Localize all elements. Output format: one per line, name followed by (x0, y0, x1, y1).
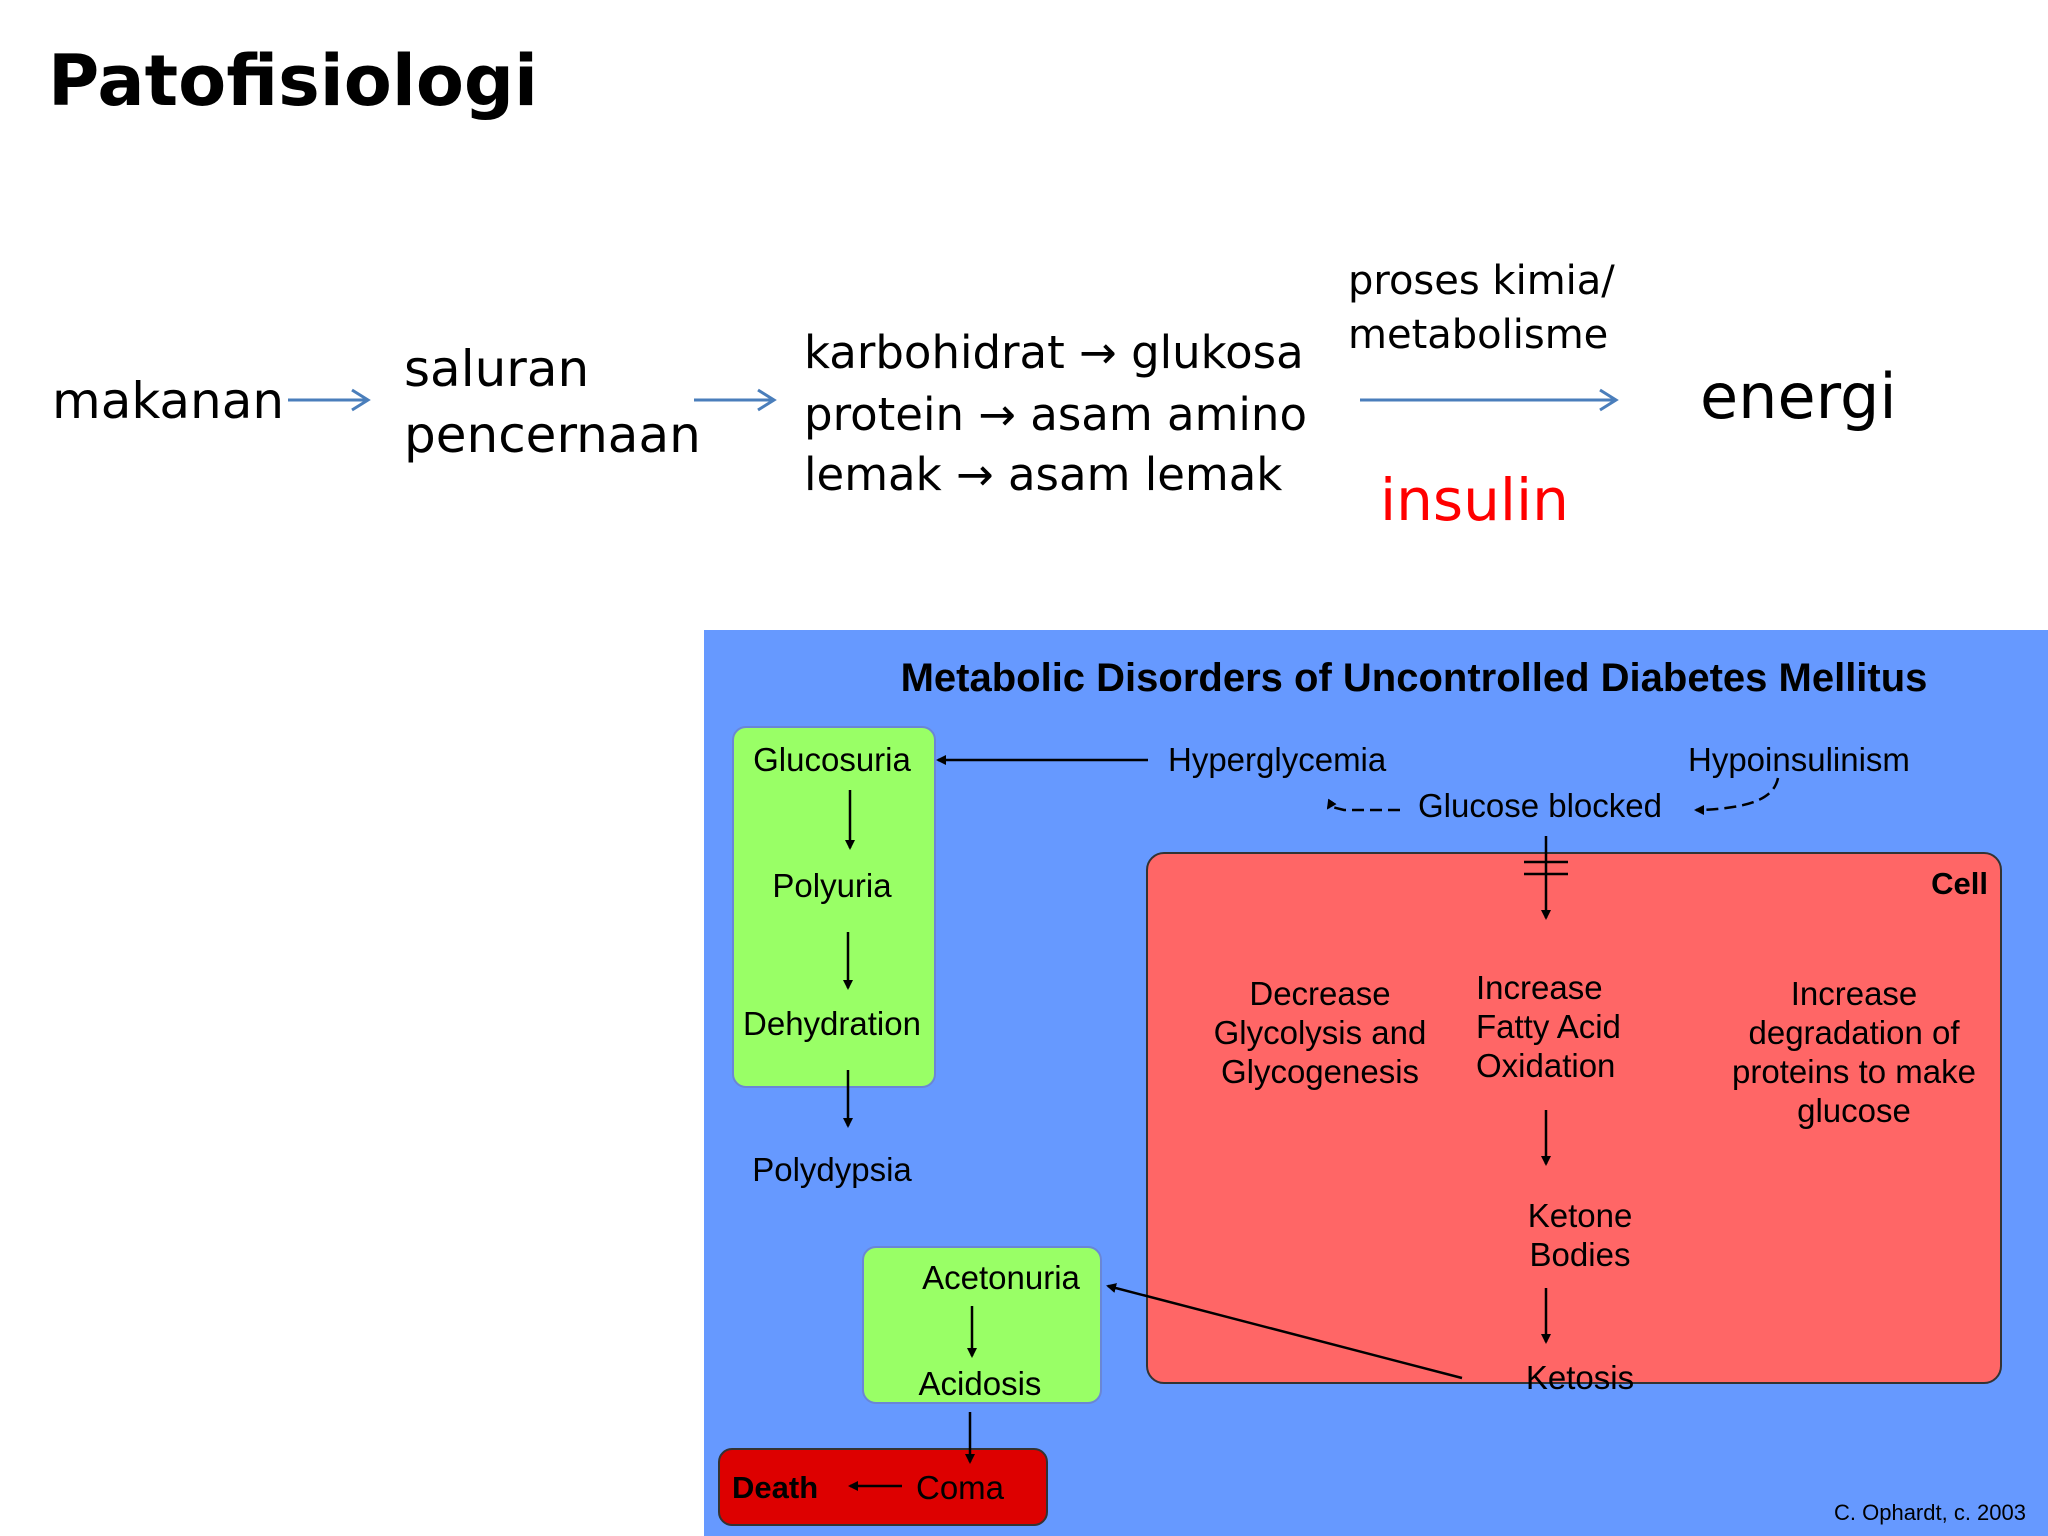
arrow-2-head (757, 388, 777, 412)
cell-box (1146, 852, 2002, 1384)
node-increase-fatty-acid: Increase Fatty Acid Oxidation (1476, 969, 1621, 1084)
node-acidosis: Acidosis (918, 1365, 1042, 1402)
flow-pencernaan: pencernaan (404, 406, 701, 464)
arrow-3-head (1599, 388, 1619, 412)
flow-saluran: saluran (404, 340, 590, 398)
flow-energi: energi (1700, 360, 1897, 433)
node-death: Death (732, 1470, 819, 1505)
node-polyuria: Polyuria (772, 867, 892, 904)
arrow-1-head (351, 388, 371, 412)
credit-text: C. Ophardt, c. 2003 (1834, 1500, 2026, 1525)
arrow-ketosis-acetonuria (1106, 1283, 1463, 1380)
diabetes-diagram-panel: Metabolic Disorders of Uncontrolled Diab… (704, 630, 2048, 1536)
node-ketone-bodies: Ketone Bodies (1527, 1197, 1633, 1273)
conversion-carbohydrate: karbohidrat → glukosa (804, 326, 1304, 379)
diagram-title: Metabolic Disorders of Uncontrolled Diab… (900, 656, 1928, 700)
node-ketosis: Ketosis (1525, 1359, 1635, 1396)
node-polydypsia: Polydypsia (752, 1151, 912, 1188)
cell-label: Cell (1931, 866, 1988, 901)
diagram-connectors (843, 755, 1780, 1491)
urinary-symptoms-box (732, 726, 936, 1088)
conversion-fat: lemak → asam lemak (804, 448, 1283, 501)
slide-title: Patofisiologi (48, 40, 539, 122)
flow-makanan: makanan (52, 372, 285, 430)
node-hyperglycemia: Hyperglycemia (1168, 741, 1387, 778)
process-label-line1: proses kimia/ (1348, 258, 1615, 304)
process-label-line2: metabolisme (1348, 312, 1609, 358)
node-hypoinsulinism: Hypoinsulinism (1688, 741, 1910, 778)
node-coma: Coma (916, 1469, 1005, 1506)
node-decrease-glycolysis: Decrease Glycolysis and Glycogenesis (1213, 975, 1427, 1090)
insulin-label: insulin (1380, 466, 1569, 534)
node-glucose-blocked: Glucose blocked (1418, 787, 1662, 824)
flow-arrows (288, 388, 1619, 412)
acidosis-box (862, 1246, 1102, 1404)
node-dehydration: Dehydration (743, 1005, 921, 1042)
node-glucosuria: Glucosuria (753, 741, 911, 778)
node-increase-degradation: Increase degradation of proteins to make… (1732, 975, 1976, 1129)
arrow-glucose-blocked-hyperglycemia (1327, 804, 1400, 812)
arrow-hypoinsulinism-glucose-blocked (1699, 777, 1780, 812)
node-acetonuria: Acetonuria (922, 1259, 1080, 1296)
conversion-protein: protein → asam amino (804, 388, 1307, 441)
